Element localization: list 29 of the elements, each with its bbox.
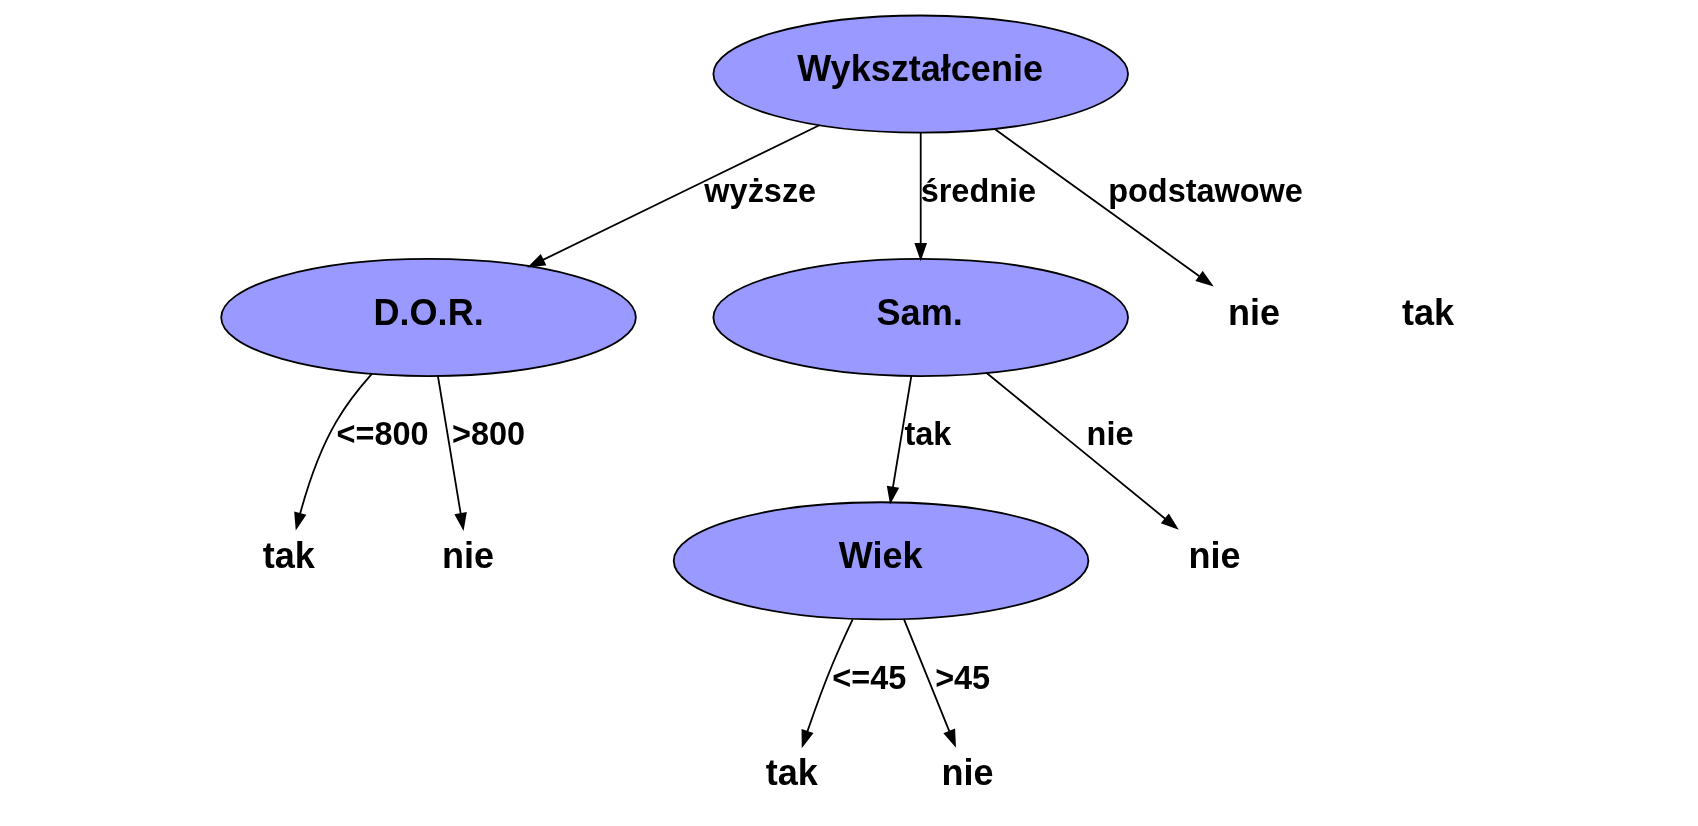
edge-label: nie [1086, 416, 1133, 453]
arrow [293, 373, 372, 531]
node-text: nie [940, 752, 994, 794]
arrow [801, 618, 854, 749]
label: tak [1401, 291, 1454, 333]
node-ellipse: Wykształcenie [712, 14, 1129, 134]
node-text: tak [765, 752, 818, 794]
arrow [436, 375, 467, 531]
node-ellipse: D.O.R. [219, 257, 637, 377]
edge-label: >800 [451, 416, 525, 453]
edge-label: średnie [920, 172, 1036, 209]
edge-label: wyższe [703, 172, 816, 209]
node-text: tak [262, 535, 315, 577]
node-text: nie [1227, 291, 1280, 333]
node-text: nie [441, 535, 494, 577]
node-ellipse: Sam. [712, 257, 1129, 377]
edge-label: <=45 [831, 659, 906, 696]
arrow [913, 131, 927, 262]
node-ellipse: Wiek [672, 501, 1089, 621]
arrow [526, 124, 820, 268]
arrow [902, 618, 956, 748]
edge-label: tak [903, 416, 951, 453]
arrow [985, 372, 1179, 530]
edge-label: podstawowe [1107, 172, 1303, 209]
node-text: nie [1187, 535, 1241, 577]
edge-label: >45 [934, 659, 990, 696]
arrow [886, 375, 912, 505]
edge-label: <=800 [336, 416, 429, 453]
arrow [993, 128, 1214, 287]
